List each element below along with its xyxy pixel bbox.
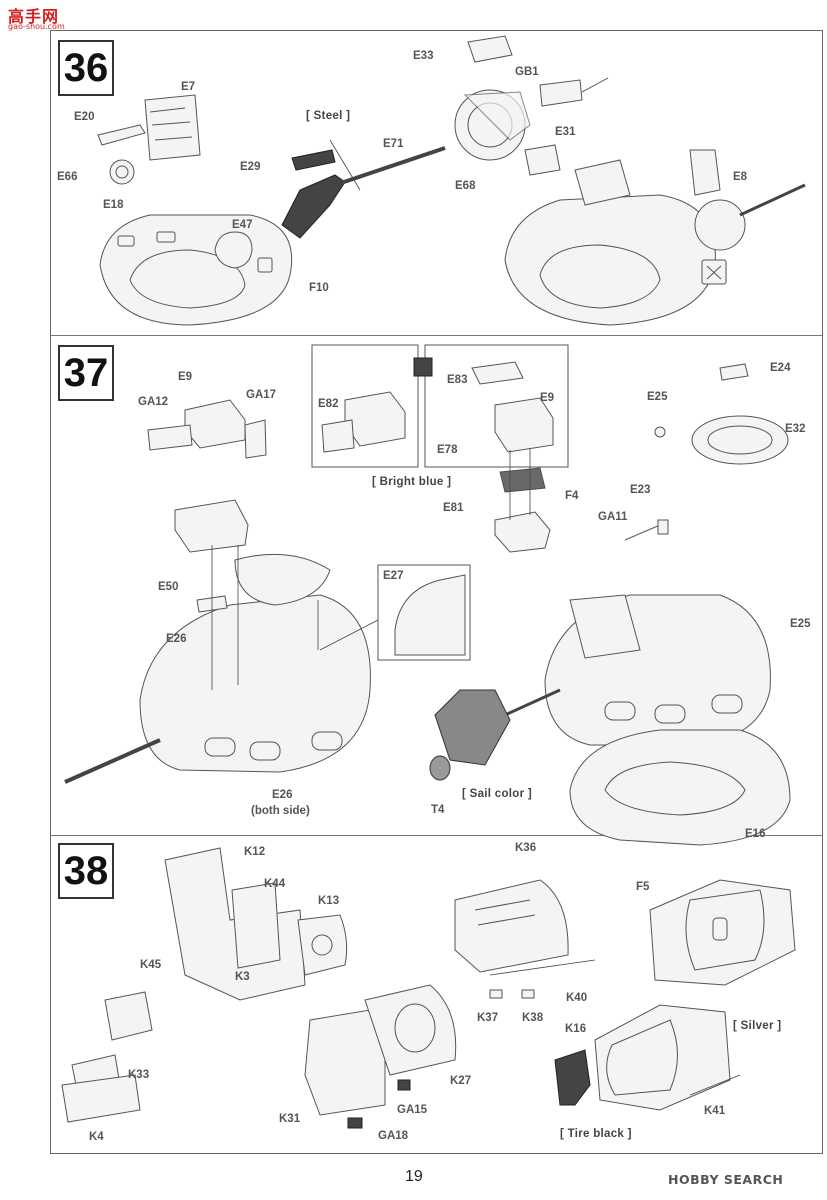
part-label: E25: [647, 391, 668, 403]
radio-assembly-k40: [454, 879, 596, 999]
part-label: GA17: [246, 389, 277, 401]
part-label: K12: [244, 846, 266, 858]
radio-case-assembled-k41: [554, 1004, 741, 1111]
part-label: F4: [565, 490, 579, 502]
turret-left-assembled: [64, 499, 371, 784]
part-label: K41: [704, 1105, 726, 1117]
paint-note: [ Silver ]: [733, 1020, 782, 1032]
part-label: E81: [443, 502, 464, 514]
page-number: 19: [405, 1168, 423, 1185]
part-label: E78: [437, 444, 458, 456]
grab-handle-e23: [624, 519, 669, 541]
canvas-cover-t4: [429, 689, 511, 781]
inset-box-right: [413, 344, 569, 468]
part-label: E31: [555, 126, 576, 138]
part-label: E68: [455, 180, 476, 192]
part-label: K13: [318, 895, 340, 907]
hatch-e32: [654, 363, 789, 465]
part-label: K44: [264, 878, 286, 890]
paint-note: [ Tire black ]: [560, 1128, 632, 1140]
gun-barrel-e71: [281, 139, 446, 239]
paint-note: [ Steel ]: [306, 110, 351, 122]
part-label: E47: [232, 219, 253, 231]
step-divider: [50, 335, 823, 336]
part-label: GA11: [598, 511, 628, 523]
radio-case-f5: [649, 879, 796, 986]
radio-rack-k12: [164, 847, 348, 1001]
part-label: K38: [522, 1012, 544, 1024]
part-label: E23: [630, 484, 651, 496]
inset-box-left: [311, 344, 419, 468]
part-label: E9: [540, 392, 555, 404]
site-logo-title: 高手网: [8, 7, 60, 26]
step-number-38: 38: [58, 843, 114, 899]
part-label: GA12: [138, 396, 169, 408]
part-label: (both side): [251, 805, 310, 817]
part-label: F5: [636, 881, 650, 893]
part-label: E33: [413, 50, 434, 62]
paint-note: [ Sail color ]: [462, 788, 533, 800]
inset-detail-e27: [319, 564, 471, 661]
part-label: K45: [140, 959, 162, 971]
part-label: E27: [383, 570, 404, 582]
step-number-37: 37: [58, 345, 114, 401]
part-label: GA15: [397, 1104, 428, 1116]
part-label: E66: [57, 171, 78, 183]
part-label: GB1: [515, 66, 539, 78]
part-label: E24: [770, 362, 791, 374]
part-label: K36: [515, 842, 537, 854]
part-label: F10: [309, 282, 329, 294]
radio-assembly-k33: [61, 991, 153, 1123]
part-label: E50: [158, 581, 179, 593]
turret-right-assembled: [504, 594, 791, 846]
part-label: E83: [447, 374, 468, 386]
part-label: K16: [565, 1023, 587, 1035]
part-label: E71: [383, 138, 404, 150]
part-label: E18: [103, 199, 124, 211]
page-frame: [50, 30, 823, 1154]
part-label: E7: [181, 81, 196, 93]
turret-ring-assembled: [504, 149, 806, 326]
part-label: K37: [477, 1012, 499, 1024]
part-label: K33: [128, 1069, 150, 1081]
part-label: E29: [240, 161, 261, 173]
turret-ring-f10: [99, 214, 293, 326]
part-label: E20: [74, 111, 95, 123]
part-label: E16: [745, 828, 766, 840]
paint-note: [ Bright blue ]: [372, 476, 452, 488]
part-label: E26: [272, 789, 293, 801]
part-label: K40: [566, 992, 588, 1004]
part-label: K27: [450, 1075, 472, 1087]
part-label: E26: [166, 633, 187, 645]
part-label: E25: [790, 618, 811, 630]
site-logo: 高手网 gao-shou.com: [4, 2, 74, 31]
part-label: K31: [279, 1113, 301, 1125]
periscope-f4-e81: [494, 448, 551, 553]
part-label: E32: [785, 423, 806, 435]
gun-mantlet-e68: [454, 35, 609, 176]
mantlet-assembly: [97, 94, 253, 269]
part-label: K4: [89, 1131, 104, 1143]
site-logo-url: gao-shou.com: [8, 22, 65, 31]
periscope-housing-e9: [147, 399, 267, 459]
part-label: T4: [431, 804, 445, 816]
part-label: GA18: [378, 1130, 409, 1142]
radio-box-k27: [304, 984, 457, 1129]
step-number-36: 36: [58, 40, 114, 96]
step-divider: [50, 835, 823, 836]
part-label: K3: [235, 971, 250, 983]
part-label: E82: [318, 398, 339, 410]
part-label: E8: [733, 171, 748, 183]
hobby-search-watermark: HOBBY SEARCH: [668, 1172, 784, 1187]
part-label: E9: [178, 371, 193, 383]
